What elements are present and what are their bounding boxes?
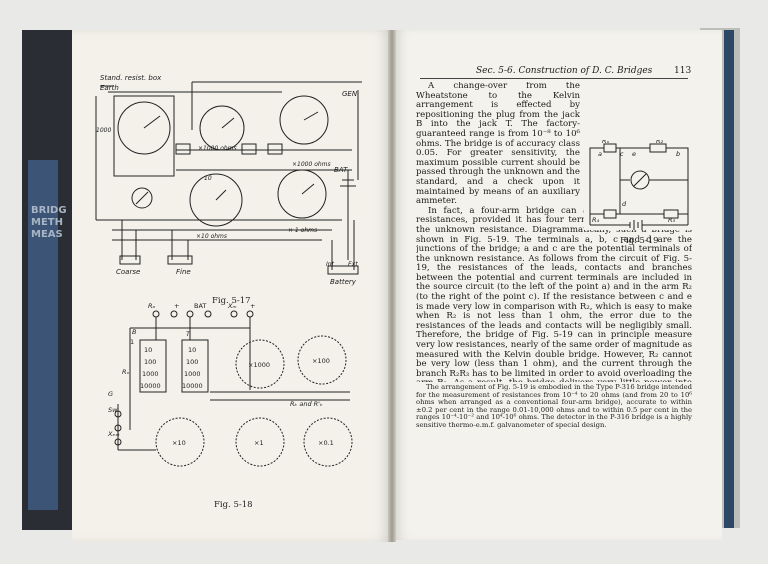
fig17-battery-label: Battery bbox=[330, 278, 357, 286]
fig19-r2-label: R₂ bbox=[656, 140, 664, 145]
fig19-r4-label: R₄ bbox=[592, 216, 600, 224]
body-text: A change-over from the Wheatstone to the… bbox=[416, 82, 692, 382]
book-gutter bbox=[388, 30, 396, 542]
fig18-b-label: B bbox=[132, 328, 137, 336]
fig18-right-col-2: 1000 bbox=[184, 370, 201, 378]
fig18-caption: Fig. 5-18 bbox=[214, 500, 253, 510]
fig17-fine-label: Fine bbox=[176, 268, 191, 276]
fig18-dial-10: ×10 bbox=[172, 439, 186, 447]
fig18-left-col-1: 100 bbox=[144, 358, 156, 366]
fig19-b-label: b bbox=[676, 150, 680, 158]
fig18-bat-label: BAT bbox=[194, 302, 206, 310]
fig19-caption: Fig. 5-19 bbox=[620, 236, 659, 246]
fig18-dial-1: ×1 bbox=[254, 439, 264, 447]
fig19-c-label: c bbox=[620, 150, 624, 158]
fig17-earth-label: Earth bbox=[100, 84, 119, 92]
fig17-coarse-label: Coarse bbox=[116, 268, 140, 276]
fig18-right-col-1: 100 bbox=[186, 358, 198, 366]
fig18-right-col-0: 10 bbox=[188, 346, 196, 354]
fig17-x1-label: × 1 ohms bbox=[288, 227, 317, 234]
fig18-left-top: 1 bbox=[130, 338, 134, 346]
fig17-gen-label: GEN bbox=[342, 90, 358, 98]
small-print-paragraph: The arrangement of Fig. 5-19 is embodied… bbox=[416, 383, 692, 430]
fig17-x1000b-label: ×1000 ohms bbox=[292, 161, 331, 168]
spine-line: BRIDG bbox=[31, 205, 67, 216]
header-section-title: Sec. 5-6. Construction of D. C. Bridges bbox=[476, 66, 653, 76]
fig18-rx-label: Rₓ bbox=[122, 368, 130, 376]
fig18-g-label: G bbox=[108, 390, 113, 398]
paragraph: In fact, a four-arm bridge can also meas… bbox=[416, 205, 692, 382]
fig19-a-label: a bbox=[598, 150, 602, 158]
fig18-ra-label: Rₐ bbox=[148, 302, 156, 310]
paragraph-text: In fact, a four-arm bridge can also meas… bbox=[416, 205, 692, 382]
fig19-r3-label: R₃ bbox=[668, 216, 676, 224]
header-rule bbox=[420, 78, 688, 79]
paragraph: A change-over from the Wheatstone to the… bbox=[416, 82, 580, 207]
fig18-rk-label: Rₖ and R'ₖ bbox=[290, 400, 323, 408]
fig17-caption: Fig. 5-17 bbox=[212, 296, 251, 306]
fig18-left-col-2: 1000 bbox=[142, 370, 159, 378]
left-page bbox=[72, 30, 394, 542]
fig17-10-label: 10 bbox=[204, 175, 212, 182]
figure-5-17: Stand. resist. box Earth GEN BAT ×1000 o… bbox=[95, 74, 362, 286]
fig19-d-label: d bbox=[622, 200, 627, 208]
fig17-x10-label: ×10 ohms bbox=[196, 233, 227, 240]
fig18-dial-1000: ×1000 bbox=[248, 361, 270, 369]
figure-5-18: Rₐ + BAT Xₘ + B T 1 10 100 1000 10000 10… bbox=[107, 302, 353, 467]
fig18-t-label: T bbox=[186, 330, 191, 338]
fig17-bat-label: BAT bbox=[334, 166, 348, 174]
book-cover-right-edge bbox=[724, 30, 734, 528]
fig18-plus-label: + bbox=[174, 302, 179, 310]
fig18-xext-label: Xₑₓₜ bbox=[107, 430, 120, 438]
fig18-dial-100: ×100 bbox=[312, 357, 330, 365]
fig18-plus2-label: + bbox=[250, 302, 255, 310]
fig18-sw-label: Sw bbox=[108, 406, 118, 414]
fig17-int-label: Int bbox=[326, 261, 335, 268]
spine-title: BRIDG METH MEAS bbox=[31, 205, 67, 241]
fig18-left-col-3: 10000 bbox=[140, 382, 161, 390]
fig19-e-label: e bbox=[632, 150, 636, 158]
fig17-stand-box-label: Stand. resist. box bbox=[100, 74, 162, 82]
fig17-ext-label: Ext bbox=[348, 261, 358, 268]
small-paragraph: The arrangement of Fig. 5-19 is embodied… bbox=[416, 383, 692, 429]
fig19-rx-label: Rₓ bbox=[602, 140, 610, 145]
figure-5-19: Rₓ c e R₂ b a d R₄ R₃ bbox=[584, 140, 694, 230]
fig17-1000-label: 1000 bbox=[96, 127, 111, 134]
book-spine bbox=[28, 160, 58, 510]
fig17-x1000-label: ×1000 ohms bbox=[198, 145, 237, 152]
fig18-right-col-3: 10000 bbox=[182, 382, 203, 390]
right-page bbox=[392, 30, 722, 540]
fig18-dial-01: ×0.1 bbox=[318, 439, 334, 447]
fig18-left-col-0: 10 bbox=[144, 346, 152, 354]
spine-line: MEAS bbox=[31, 229, 63, 240]
fig18-xm-label: Xₘ bbox=[227, 302, 237, 310]
spine-line: METH bbox=[31, 217, 63, 228]
page-number: 113 bbox=[674, 66, 692, 76]
